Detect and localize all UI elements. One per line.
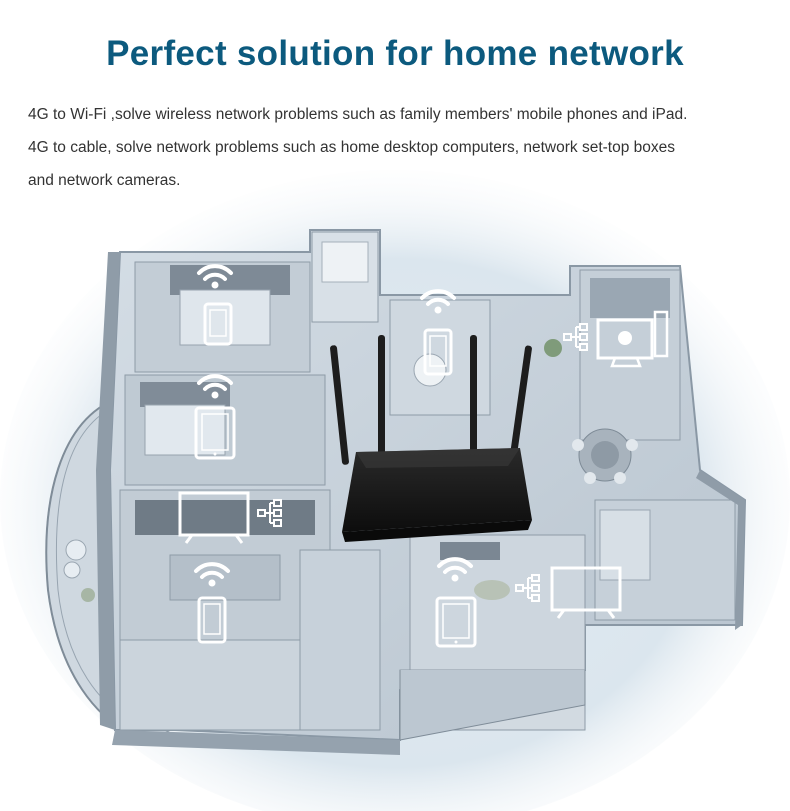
phone-icon	[197, 596, 227, 644]
description-line-devices: and network cameras.	[28, 172, 181, 189]
phone-icon	[423, 328, 453, 376]
tv-icon	[178, 491, 250, 544]
description-line-wifi: 4G to Wi-Fi ,solve wireless network prob…	[28, 106, 688, 123]
tablet-icon	[194, 406, 236, 460]
description: 4G to Wi-Fi ,solve wireless network prob…	[28, 98, 778, 197]
tv-icon	[550, 566, 622, 619]
page-title: Perfect solution for home network	[106, 34, 684, 73]
home-floorplan-illustration	[0, 170, 790, 811]
tablet-icon	[435, 596, 477, 648]
desktop-computer-icon	[596, 310, 669, 368]
router-device	[330, 335, 532, 542]
floorplan-svg	[0, 170, 790, 811]
description-line-cable: 4G to cable, solve network problems such…	[28, 139, 676, 156]
tablet-icon	[203, 302, 233, 346]
